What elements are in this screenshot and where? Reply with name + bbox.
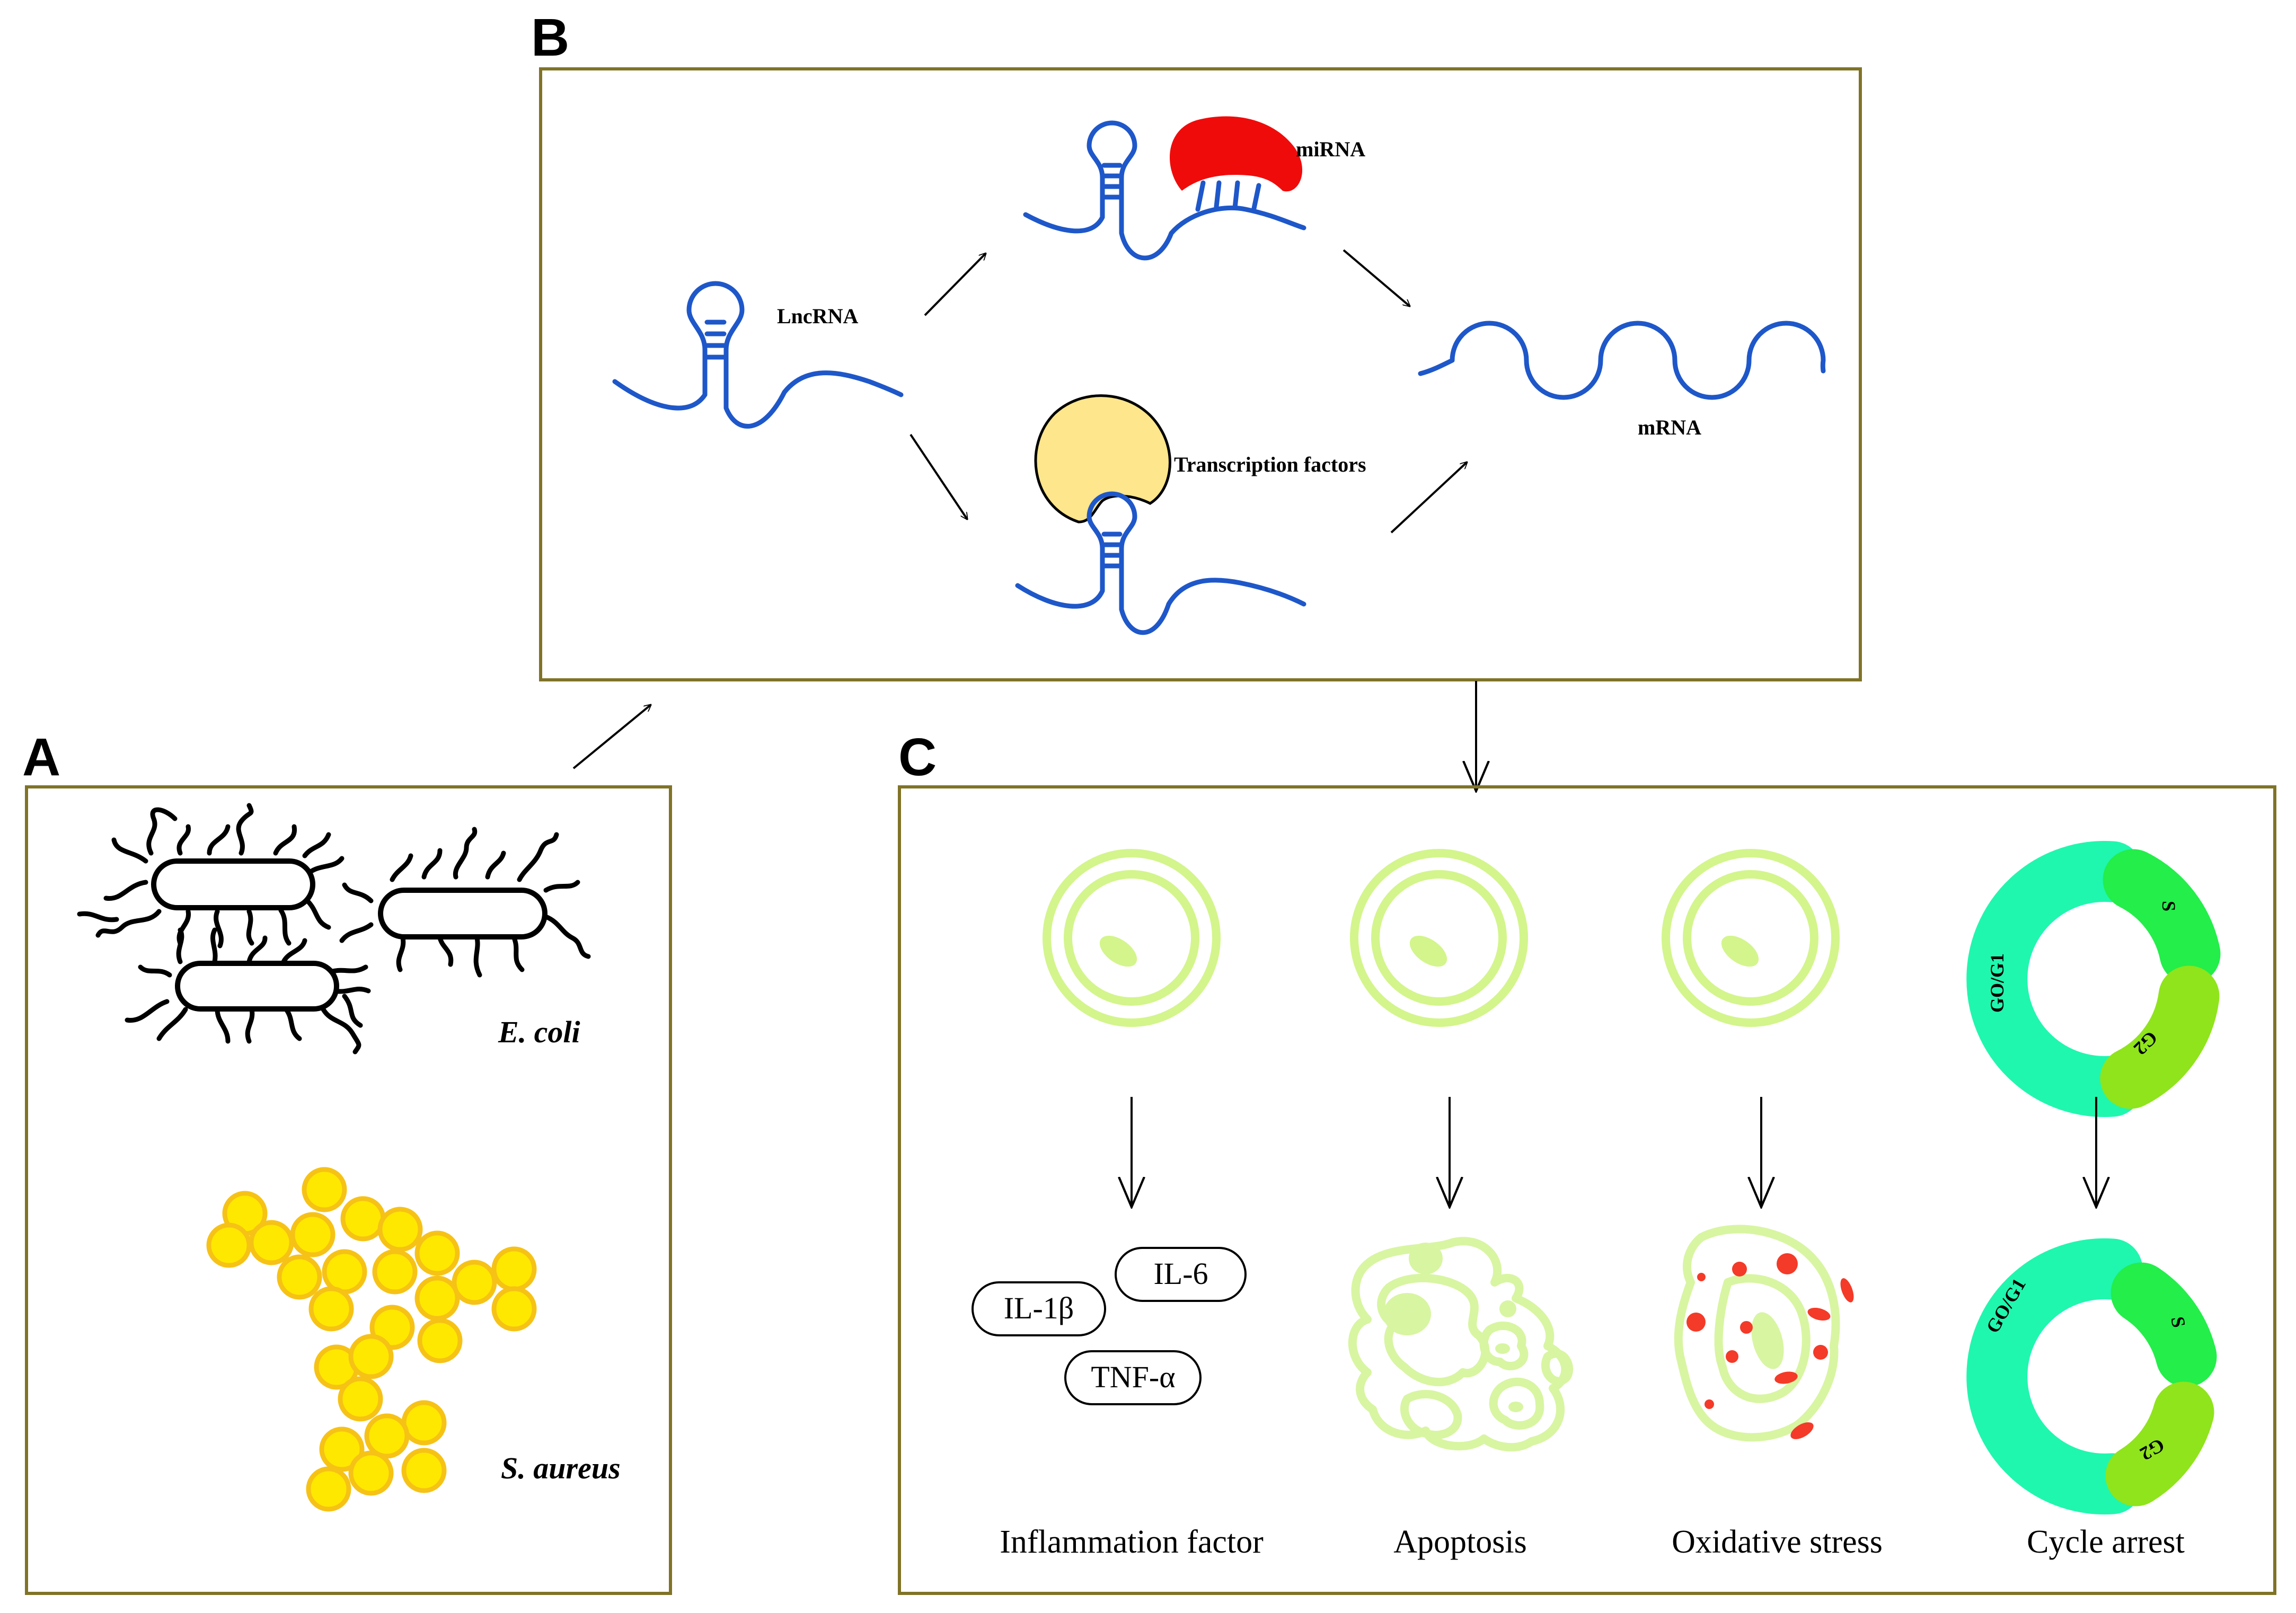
ecoli-rod-2 [378, 888, 547, 940]
cytokine-il6: IL-6 [1153, 1256, 1208, 1291]
arrest-phase-g0g1-arc [1966, 1238, 2143, 1514]
panel-c: C GO/G1 S G2 [898, 728, 2276, 1595]
phase-g2-arc [2100, 965, 2220, 1109]
cytokines: IL-1β IL-6 TNF-α [972, 1247, 1247, 1405]
cytokine-il1b: IL-1β [1004, 1291, 1074, 1325]
panel-b: B LncRNA miRNA [531, 8, 1862, 681]
cell-healthy-1 [1043, 849, 1221, 1027]
arrow-lncrna-to-mirna [924, 253, 986, 316]
ecoli-bacteria [77, 803, 591, 1054]
phase-label-g0g1: GO/G1 [1986, 953, 2008, 1013]
panel-b-letter: B [531, 8, 569, 67]
arrow-tf-to-mrna [1390, 462, 1467, 534]
cytokine-pill-tnfa [1064, 1350, 1202, 1405]
phase-label-s: S [2158, 901, 2179, 911]
ecoli-label: E. coli [498, 1015, 580, 1049]
mirna-label: miRNA [1296, 137, 1365, 161]
phase-s-arc [2103, 849, 2221, 985]
outcome-cycle-arrest: Cycle arrest [2027, 1524, 2185, 1560]
ecoli-rod-1 [151, 858, 315, 910]
mrna-label: mRNA [1638, 415, 1701, 439]
cytokine-tnfa: TNF-α [1091, 1360, 1175, 1394]
panel-a-frame [25, 785, 672, 1595]
lncrna-molecule [612, 281, 904, 429]
transcription-factor-blob [1034, 394, 1171, 524]
oxidative-stress-cell [1674, 1225, 1854, 1442]
cytokine-pill-il1b [972, 1281, 1106, 1336]
transcription-factor-complex [1015, 394, 1306, 635]
panel-a: A [22, 728, 672, 1595]
arrest-phase-s-arc [2110, 1262, 2217, 1387]
arrow-mirna-to-mrna [1343, 249, 1410, 306]
outcome-inflammation-factor: Inflammation factor [1000, 1524, 1264, 1560]
outcome-oxidative-stress: Oxidative stress [1672, 1524, 1883, 1560]
mrna-strand [1418, 321, 1826, 400]
arrest-phase-g2-arc [2105, 1381, 2214, 1506]
panel-c-frame [898, 785, 2276, 1595]
saureus-label: S. aureus [501, 1451, 621, 1485]
arrow-panel-a-to-b [572, 705, 651, 769]
cell-healthy-3 [1662, 849, 1840, 1027]
outcome-apoptosis: Apoptosis [1393, 1524, 1526, 1560]
cytokine-pill-il6 [1115, 1247, 1247, 1302]
panel-a-letter: A [22, 728, 60, 787]
mirna-blob [1170, 116, 1303, 192]
mirna-complex [1023, 116, 1306, 261]
cell-healthy-2 [1350, 849, 1528, 1027]
apoptotic-cell [1348, 1237, 1573, 1452]
ecoli-rod-3 [175, 961, 339, 1012]
phase-g0g1-arc [1966, 841, 2143, 1117]
cell-cycle-normal: GO/G1 S G2 [1966, 841, 2221, 1117]
arrow-lncrna-to-tf [909, 433, 967, 519]
panel-b-frame [539, 67, 1862, 681]
transcription-factors-label: Transcription factors [1174, 453, 1366, 476]
panel-c-letter: C [898, 728, 937, 787]
saureus-cluster [206, 1167, 537, 1512]
cell-cycle-arrested: GO/G1 S G2 [1966, 1238, 2217, 1514]
lncrna-label: LncRNA [777, 304, 858, 328]
